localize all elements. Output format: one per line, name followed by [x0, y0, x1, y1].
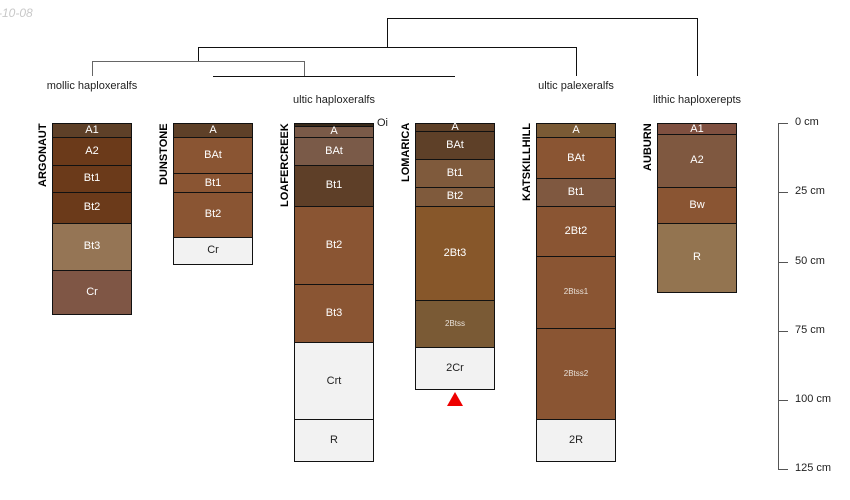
- horizon: A1: [52, 123, 132, 138]
- horizon: BAt: [415, 131, 495, 160]
- axis-tick-label: 50 cm: [795, 254, 825, 267]
- axis-tick: [778, 123, 788, 124]
- taxon-label: mollic haploxeralfs: [46, 80, 138, 92]
- profile-name: LOMARICA: [400, 122, 412, 182]
- horizon: BAt: [173, 136, 253, 174]
- dendro-line: [92, 61, 93, 76]
- horizon: 2Btss: [415, 300, 495, 349]
- horizon: 2R: [536, 419, 616, 462]
- horizon: Bt2: [415, 186, 495, 208]
- horizon: Bt2: [173, 192, 253, 238]
- horizon: Bt1: [52, 164, 132, 194]
- horizon: Bt1: [536, 178, 616, 208]
- horizon: Cr: [173, 236, 253, 266]
- horizon: Bw: [657, 186, 737, 224]
- axis-tick-label: 75 cm: [795, 323, 825, 336]
- horizon: R: [657, 222, 737, 293]
- dendro-line: [198, 47, 577, 48]
- horizon-label: Oi: [377, 117, 388, 129]
- axis-tick-label: 0 cm: [795, 116, 819, 128]
- horizon: Bt2: [52, 192, 132, 224]
- dendro-line: [198, 47, 199, 61]
- horizon: Bt3: [52, 222, 132, 271]
- horizon: Cr: [52, 269, 132, 316]
- horizon: R: [294, 419, 374, 462]
- axis-tick: [778, 261, 788, 263]
- horizon: A: [536, 123, 616, 138]
- axis-tick: [778, 469, 788, 471]
- horizon: 2Bt2: [536, 206, 616, 257]
- dendro-line: [576, 47, 577, 76]
- profile-name: DUNSTONE: [158, 123, 170, 185]
- profile-name: LOAFERCREEK: [279, 123, 291, 207]
- axis-tick: [778, 330, 788, 332]
- profile-name: AUBURN: [642, 123, 654, 171]
- axis-tick-label: 125 cm: [795, 462, 832, 475]
- horizon: A: [173, 123, 253, 138]
- horizon: Crt: [294, 341, 374, 421]
- date-label: -10-08: [0, 6, 33, 20]
- axis-tick: [778, 192, 788, 194]
- truncation-marker-icon: [447, 391, 463, 406]
- profile-name: KATSKILLHILL: [521, 122, 533, 201]
- horizon: 2Btss2: [536, 327, 616, 421]
- dendro-line: [387, 18, 388, 47]
- axis-tick-label: 100 cm: [795, 393, 832, 405]
- taxon-label: lithic haploxerepts: [652, 94, 742, 106]
- horizon: Bt2: [294, 206, 374, 285]
- horizon: 2Btss1: [536, 255, 616, 329]
- profile-name: ARGONAUT: [37, 123, 49, 187]
- horizon: Bt3: [294, 283, 374, 343]
- horizon: 2Cr: [415, 347, 495, 390]
- taxon-label: ultic palexeralfs: [538, 80, 614, 92]
- horizon: BAt: [294, 136, 374, 166]
- dendro-line: [304, 61, 305, 76]
- dendro-line: [697, 18, 698, 76]
- horizon: 2Bt3: [415, 206, 495, 302]
- horizon: A2: [657, 134, 737, 188]
- dendro-line: [387, 18, 698, 19]
- horizon: Bt1: [173, 172, 253, 194]
- horizon: A2: [52, 136, 132, 166]
- taxon-label: ultic haploxeralfs: [293, 94, 375, 106]
- horizon: Bt1: [415, 159, 495, 188]
- horizon: BAt: [536, 136, 616, 180]
- dendro-line: [92, 61, 305, 62]
- horizon: Bt1: [294, 164, 374, 208]
- dendro-line: [213, 76, 455, 77]
- axis-tick-label: 25 cm: [795, 185, 825, 198]
- axis-line: [778, 123, 779, 470]
- axis-tick: [778, 400, 788, 401]
